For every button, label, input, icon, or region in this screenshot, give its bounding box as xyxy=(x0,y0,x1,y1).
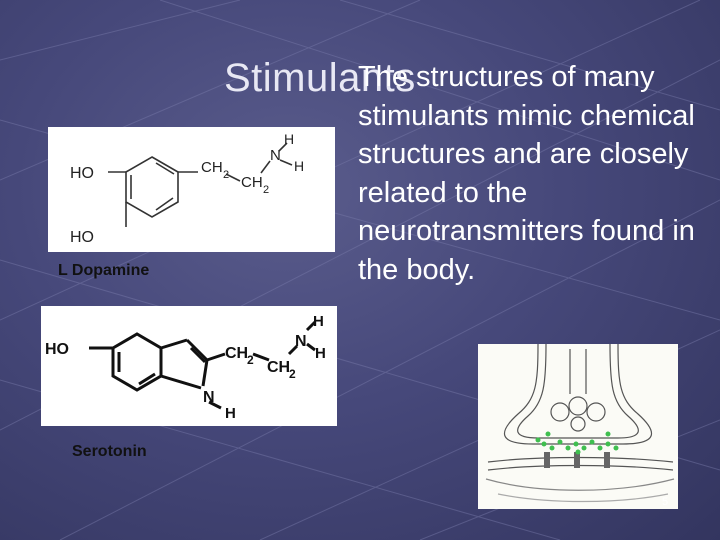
serotonin-ch2-b: CH xyxy=(267,359,290,376)
serotonin-structure: HO CH 2 CH 2 N H H N H xyxy=(41,306,337,426)
slide-body-text: The structures of many stimulants mimic … xyxy=(358,61,695,286)
dopamine-ch2-a: CH xyxy=(201,159,223,176)
dopamine-ch2-a-sub: 2 xyxy=(223,169,229,181)
dopamine-n: N xyxy=(270,147,281,164)
serotonin-h-ring: H xyxy=(225,405,236,422)
serotonin-h-top: H xyxy=(313,313,324,330)
dopamine-h-top: H xyxy=(284,131,294,147)
page-number: 5 xyxy=(662,496,669,508)
dopamine-structure: HO HO CH 2 CH 2 N H H xyxy=(48,127,335,252)
serotonin-ch2-a: CH xyxy=(225,345,248,362)
dopamine-ho-bottom: HO xyxy=(70,229,94,246)
serotonin-ho: HO xyxy=(45,341,69,358)
serotonin-h-right: H xyxy=(315,345,326,362)
serotonin-caption: Serotonin xyxy=(72,443,147,460)
dopamine-h-right: H xyxy=(294,158,304,174)
dopamine-ch2-b: CH xyxy=(241,174,263,191)
dopamine-ho-top: HO xyxy=(70,165,94,182)
synapse-illustration xyxy=(478,343,678,509)
dopamine-ch2-b-sub: 2 xyxy=(263,184,269,196)
slide-title: Stimulants xyxy=(224,56,416,100)
serotonin-n-ring: N xyxy=(203,389,215,406)
serotonin-ch2-a-sub: 2 xyxy=(247,353,254,367)
serotonin-n-amine: N xyxy=(295,333,307,350)
dopamine-caption: L Dopamine xyxy=(58,262,150,279)
serotonin-ch2-b-sub: 2 xyxy=(289,367,296,381)
